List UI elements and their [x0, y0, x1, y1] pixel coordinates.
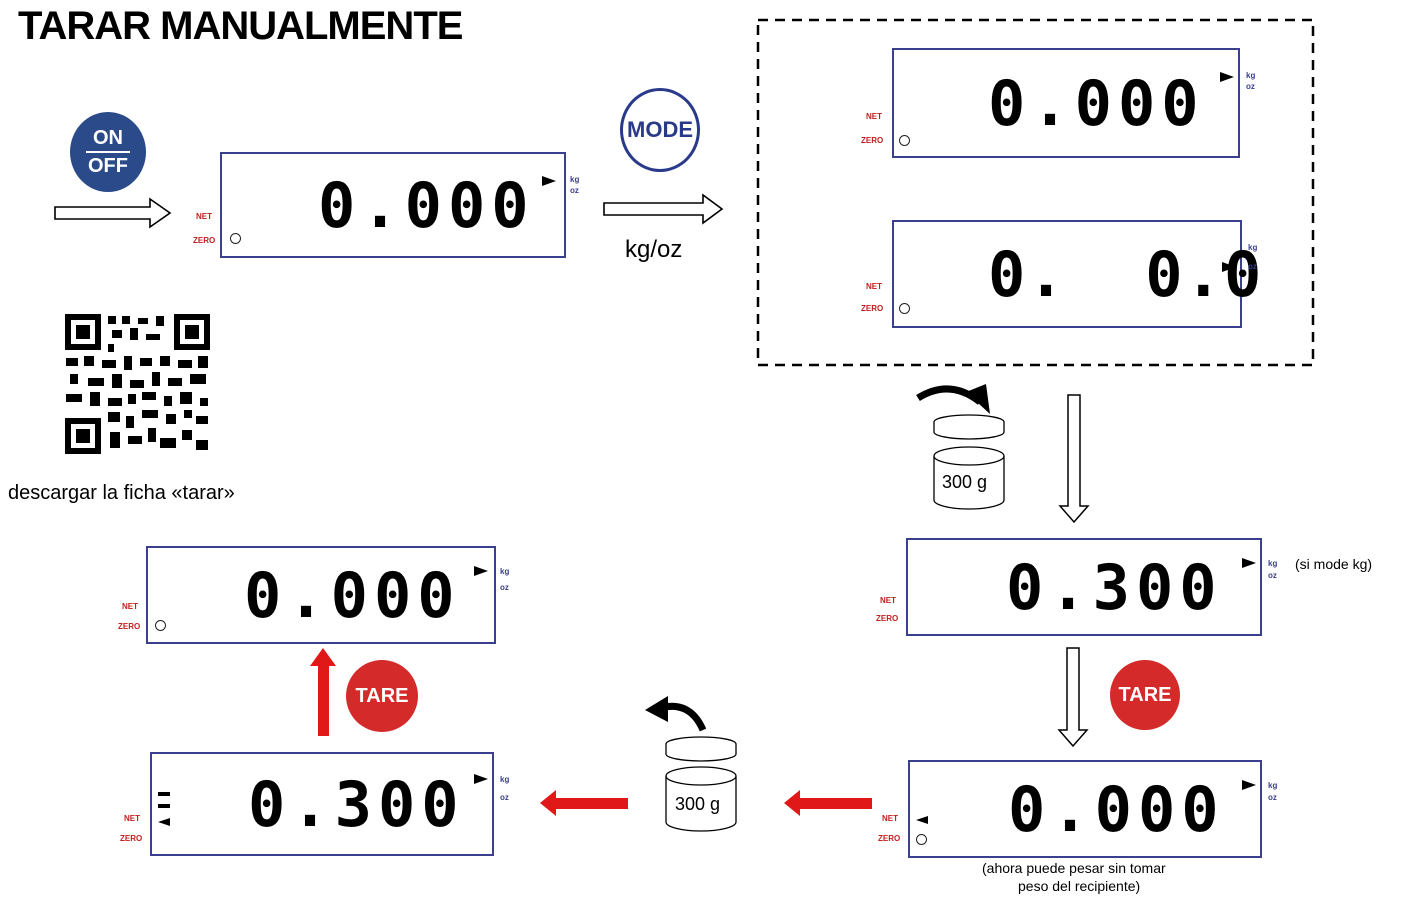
unit-oz: oz — [1268, 793, 1277, 802]
arrow-up-red — [318, 666, 329, 736]
net-label: NET — [124, 814, 140, 823]
curved-arrow-place-head — [966, 384, 990, 414]
display-digits: 0.000 — [244, 558, 461, 632]
weight-label: 300 g — [675, 794, 721, 814]
unit-oz: oz — [570, 186, 579, 195]
zero-label: ZERO — [878, 834, 901, 843]
display-with-weight: 0.300 kg oz — [906, 538, 1277, 636]
minus-sign-icon — [158, 792, 170, 796]
unit-oz: oz — [500, 793, 509, 802]
net-label: NET — [196, 212, 212, 221]
unit-indicator-icon — [542, 176, 556, 186]
tare-label: TARE — [355, 684, 409, 707]
arrow-up-red-head — [310, 648, 336, 666]
weight-icon — [933, 414, 1005, 510]
net-label: NET — [866, 112, 882, 121]
unit-kg: kg — [500, 775, 510, 784]
kg-oz-caption: kg/oz — [625, 236, 683, 263]
mode-options-box — [756, 18, 1315, 367]
qr-code — [65, 314, 210, 454]
display-digits: 0.300 — [248, 767, 465, 841]
arrow-left-red — [800, 798, 872, 809]
display-digits: 0.000 — [318, 168, 535, 242]
display-final: 0.000 kg oz — [146, 546, 509, 644]
tare-note-line1: (ahora puede pesar sin tomar — [982, 860, 1166, 876]
zero-label: ZERO — [120, 834, 143, 843]
unit-kg: kg — [500, 567, 510, 576]
net-indicator-icon — [158, 818, 170, 826]
unit-indicator-icon — [1222, 262, 1236, 272]
weight-label: 300 g — [942, 472, 988, 492]
unit-indicator-icon — [1220, 72, 1234, 82]
arrow-down-hollow — [1058, 394, 1090, 524]
arrow-right-hollow — [603, 193, 724, 225]
display-initial: 0.000 kg oz — [220, 152, 579, 258]
unit-kg: kg — [570, 175, 580, 184]
minus-sign-icon — [158, 804, 170, 808]
zero-indicator-icon — [899, 135, 910, 146]
net-label: NET — [122, 602, 138, 611]
unit-oz: oz — [1268, 571, 1277, 580]
unit-indicator-icon — [474, 774, 488, 784]
zero-label: ZERO — [118, 622, 141, 631]
arrow-right-hollow — [54, 197, 172, 229]
unit-oz: oz — [1246, 82, 1255, 91]
net-label: NET — [866, 282, 882, 291]
display-digits: 0.300 — [1006, 550, 1223, 624]
qr-caption: descargar la ficha «tarar» — [8, 482, 235, 504]
zero-indicator-icon — [916, 834, 927, 845]
display-digits: 0. 0.0 — [988, 237, 1264, 311]
tare-button[interactable]: TARE — [346, 660, 418, 732]
unit-kg: kg — [1268, 559, 1278, 568]
unit-indicator-icon — [1242, 780, 1256, 790]
net-label: NET — [882, 814, 898, 823]
display-digits: 0.000 — [1008, 772, 1225, 846]
arrow-left-red-head — [784, 790, 800, 816]
zero-label: ZERO — [861, 136, 884, 145]
zero-label: ZERO — [876, 614, 899, 623]
unit-indicator-icon — [1242, 558, 1256, 568]
tare-label: TARE — [1118, 683, 1172, 706]
curved-arrow-remove-head — [645, 696, 668, 722]
unit-indicator-icon — [474, 566, 488, 576]
on-off-divider — [86, 151, 130, 153]
display-removed-weight: 0.300 kg oz — [150, 752, 509, 856]
net-indicator-icon — [916, 816, 928, 824]
tare-button[interactable]: TARE — [1110, 660, 1180, 730]
mode-note: (si mode kg) — [1295, 556, 1373, 572]
mode-button[interactable]: MODE — [620, 88, 700, 172]
zero-label: ZERO — [193, 236, 216, 245]
arrow-down-hollow — [1057, 647, 1089, 748]
page-title: TARAR MANUALMENTE — [18, 4, 463, 48]
zero-indicator-icon — [155, 620, 166, 631]
arrow-left-red-head — [540, 790, 556, 816]
display-mode-kg: 0.000 kg oz — [892, 48, 1255, 158]
unit-oz: oz — [1248, 262, 1257, 271]
tare-note-line2: peso del recipiente) — [1018, 878, 1141, 894]
zero-label: ZERO — [861, 304, 884, 313]
unit-oz: oz — [500, 583, 509, 592]
display-after-tare: 0.000 kg oz — [908, 760, 1277, 858]
arrow-left-red — [556, 798, 628, 809]
mode-label: MODE — [627, 117, 693, 142]
on-off-button[interactable]: ON OFF — [70, 112, 146, 192]
display-digits: 0.000 — [988, 66, 1205, 140]
net-label: NET — [880, 596, 896, 605]
zero-indicator-icon — [230, 233, 241, 244]
off-label: OFF — [88, 155, 128, 177]
unit-kg: kg — [1268, 781, 1278, 790]
unit-kg: kg — [1246, 71, 1256, 80]
display-mode-oz: 0. 0.0 kg oz — [892, 220, 1261, 328]
zero-indicator-icon — [899, 303, 910, 314]
unit-kg: kg — [1248, 243, 1258, 252]
weight-icon — [665, 736, 737, 832]
on-label: ON — [93, 127, 123, 149]
